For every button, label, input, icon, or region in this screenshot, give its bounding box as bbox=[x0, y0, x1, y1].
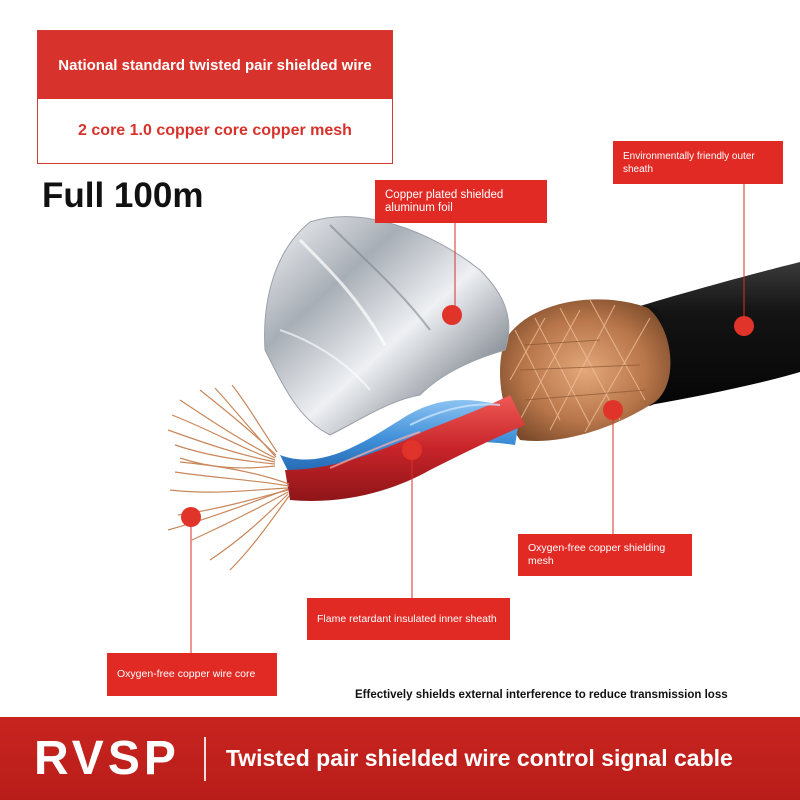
copper-mesh bbox=[500, 299, 671, 441]
callout-core: Oxygen-free copper wire core bbox=[107, 653, 277, 696]
footer-banner: RVSP Twisted pair shielded wire control … bbox=[0, 717, 800, 800]
product-spec: 2 core 1.0 copper core copper mesh bbox=[78, 122, 352, 139]
product-title: National standard twisted pair shielded … bbox=[38, 31, 392, 99]
dot-mesh bbox=[603, 400, 623, 420]
length-label: Full 100m bbox=[42, 176, 204, 215]
dot-outer bbox=[734, 316, 754, 336]
footer-divider bbox=[203, 736, 206, 781]
product-description: Twisted pair shielded wire control signa… bbox=[225, 745, 733, 771]
callout-foil: Copper plated shielded aluminum foil bbox=[375, 180, 547, 223]
dot-inner bbox=[402, 440, 422, 460]
callout-mesh: Oxygen-free copper shielding mesh bbox=[518, 534, 692, 576]
dot-core bbox=[181, 507, 201, 527]
copper-wire-cores bbox=[167, 384, 290, 571]
callout-inner-sheath: Flame retardant insulated inner sheath bbox=[307, 598, 510, 640]
aluminum-foil bbox=[264, 216, 510, 436]
caption: Effectively shields external interferenc… bbox=[355, 689, 728, 701]
callout-outer-sheath: Environmentally friendly outer sheath bbox=[613, 141, 783, 184]
brand-name: RVSP bbox=[34, 732, 180, 785]
spec-box: National standard twisted pair shielded … bbox=[37, 30, 393, 164]
dot-foil bbox=[442, 305, 462, 325]
